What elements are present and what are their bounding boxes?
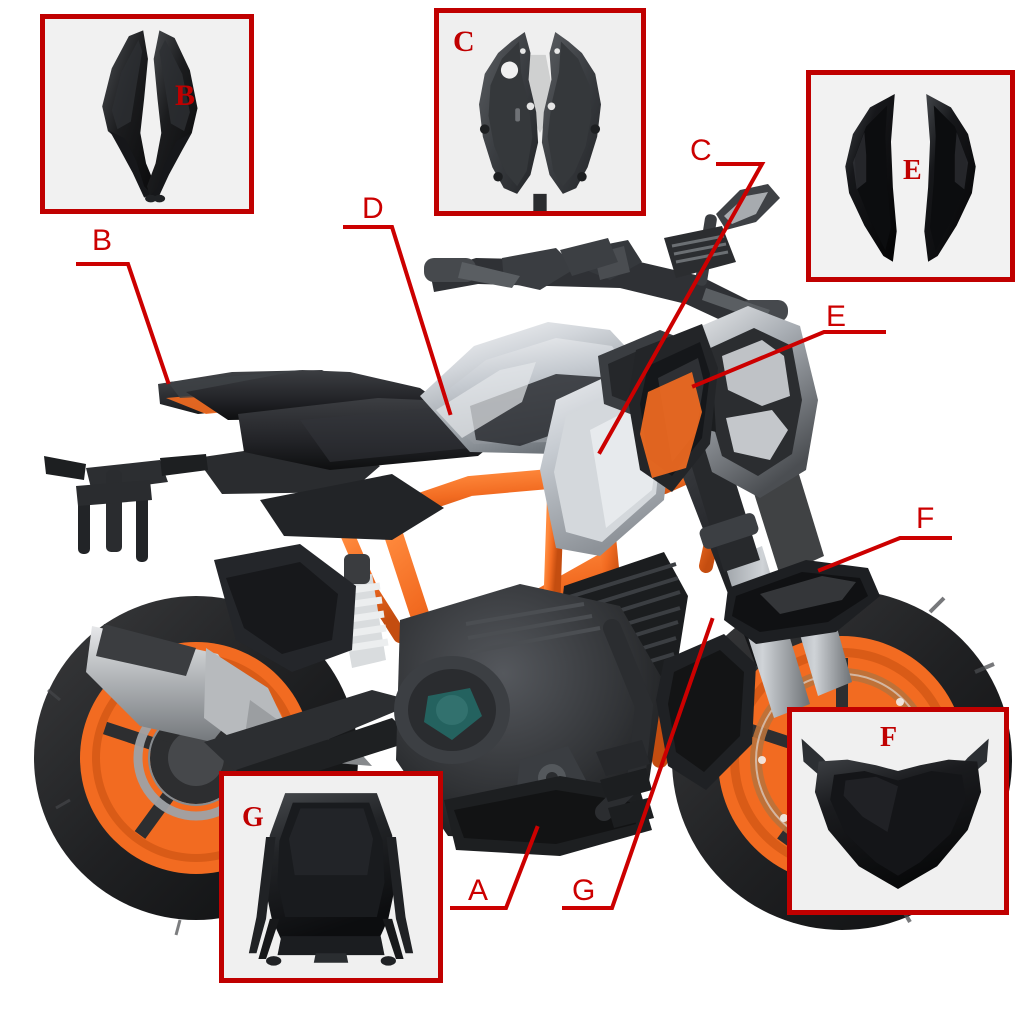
inset-panel-C-part xyxy=(439,13,641,211)
inset-panel-B-label: B xyxy=(175,79,196,112)
inset-panel-F-label: F xyxy=(880,722,898,753)
front-fender-F xyxy=(724,560,880,644)
rear-hugger xyxy=(214,544,356,672)
callout-label-C: C xyxy=(690,134,712,167)
inset-panel-B-part xyxy=(45,19,249,209)
callout-label-D: D xyxy=(362,192,384,225)
inset-panel-F: F xyxy=(787,707,1009,915)
inset-panel-E: E xyxy=(806,70,1015,282)
inset-panel-G-label: G xyxy=(242,802,264,833)
callout-label-E: E xyxy=(826,300,847,333)
inset-panel-G: G xyxy=(219,771,443,983)
inset-panel-G-part xyxy=(224,776,438,978)
inset-panel-F-part xyxy=(792,712,1004,910)
inset-panel-C-label: C xyxy=(453,25,475,58)
callout-label-B: B xyxy=(92,224,113,257)
callout-label-A: A xyxy=(468,874,489,907)
inset-panel-E-label: E xyxy=(903,155,922,186)
callout-label-F: F xyxy=(916,502,935,535)
callout-label-G: G xyxy=(572,874,596,907)
inset-panel-B: B xyxy=(40,14,254,214)
inset-panel-C: C xyxy=(434,8,646,216)
inset-panel-E-part xyxy=(811,75,1010,277)
